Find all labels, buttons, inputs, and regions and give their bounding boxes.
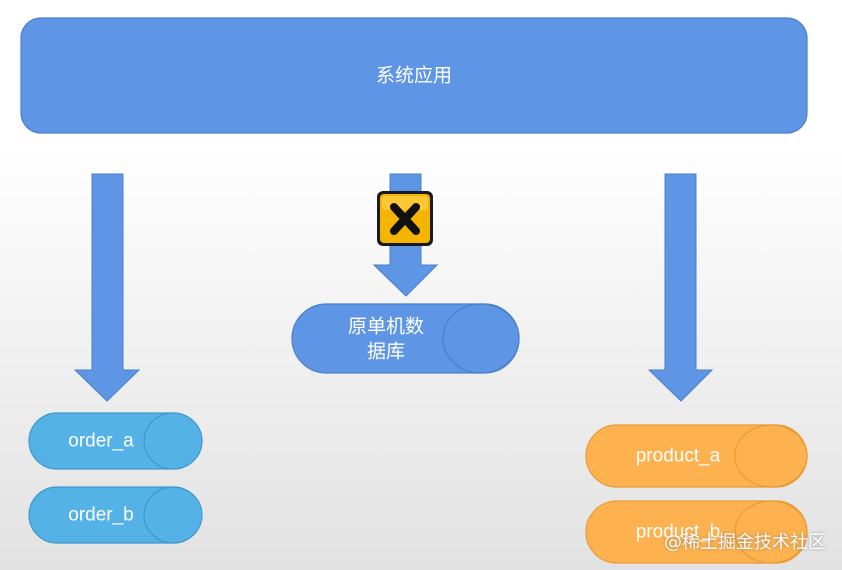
order-b-label: order_b [68, 505, 134, 526]
original-database-label-line1: 原单机数 [348, 316, 424, 338]
product-a-database-node: product_a [585, 424, 808, 488]
arrow-to-order-db [73, 173, 141, 402]
product-b-database-node: product_b [585, 500, 808, 564]
close-x-icon [377, 191, 433, 246]
order-a-database-node: order_a [28, 412, 203, 470]
product-b-label: product_b [636, 522, 721, 543]
watermark: @稀土掘金技术社区 [664, 532, 826, 553]
product-a-label: product_a [636, 446, 721, 467]
arrow-to-product-db [647, 173, 714, 402]
order-a-label: order_a [68, 431, 134, 452]
order-b-database-node: order_b [28, 486, 203, 544]
original-database-node: 原单机数 据库 [291, 303, 520, 374]
system-application-label: 系统应用 [376, 65, 452, 87]
original-database-label-line2: 据库 [367, 341, 405, 363]
system-application-node: 系统应用 [20, 17, 808, 134]
